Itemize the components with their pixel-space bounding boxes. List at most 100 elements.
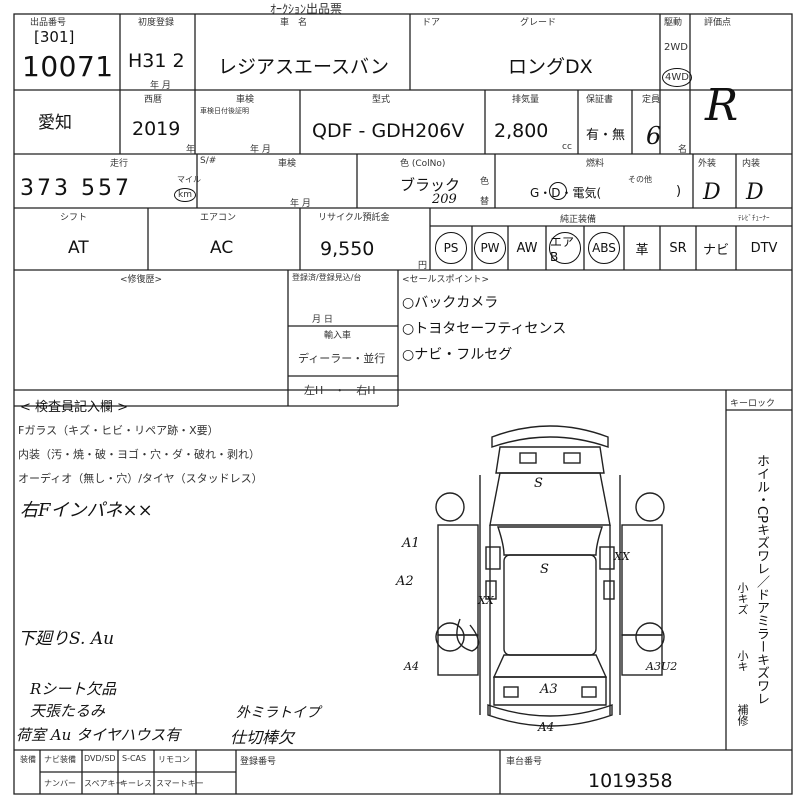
sales-point-1: ○バックカメラ — [402, 295, 499, 311]
inspector-note-4: 天張たるみ — [30, 702, 106, 720]
equipment-item-label: PS — [435, 232, 467, 264]
shift-value: AT — [68, 238, 89, 258]
bottom-dvd: DVD/SD — [84, 754, 116, 763]
diag-a4-left: A4 — [404, 660, 419, 673]
key-lock-label: キーロック — [730, 399, 776, 409]
recycle-value: 9,550 — [320, 238, 375, 260]
side-note: ホイル・CPキズワレ／ドアミラーキズワレ — [754, 454, 769, 705]
equipment-item: エアB — [546, 232, 584, 264]
history-label: <修復歴> — [120, 275, 163, 285]
diag-a2: A2 — [396, 574, 414, 589]
region: 愛知 — [38, 113, 72, 133]
lot-prefix: [301] — [34, 28, 75, 46]
lot-label: 出品番号 — [30, 18, 67, 28]
diag-xx-2: XX — [614, 550, 630, 563]
color-side2: 替 — [480, 197, 490, 207]
color-code: 209 — [432, 192, 457, 207]
inspector-note-7: 仕切棒欠 — [230, 728, 295, 747]
equipment-item-label: エアB — [549, 232, 581, 264]
sales-point-2: ○トヨタセーフティセンス — [402, 321, 567, 337]
sw-label: S/# — [200, 156, 217, 166]
grade-label: グレード — [520, 18, 557, 28]
reg-label: 登録番号 — [240, 757, 277, 767]
diag-a1: A1 — [402, 536, 420, 551]
bottom-scas: S-CAS — [122, 754, 147, 763]
diag-xx-1: XX — [478, 594, 494, 607]
import-label: 輸入車 — [324, 331, 352, 341]
year-value: 2019 — [132, 118, 181, 140]
exterior-label: 外装 — [698, 159, 717, 169]
recycle-label: リサイクル預託金 — [318, 213, 390, 223]
displacement-value: 2,800 — [494, 120, 549, 142]
diag-a4-bottom: A4 — [538, 720, 555, 734]
shift-label: シフト — [60, 213, 88, 223]
drive-2wd: 2WD — [664, 42, 688, 53]
grade-value: ロングDX — [508, 56, 593, 78]
interior-label: 内装 — [742, 159, 761, 169]
model-value: QDF - GDH206V — [312, 120, 465, 142]
equipment-item-label: SR — [669, 240, 687, 256]
first-reg-label: 初度登録 — [138, 18, 175, 28]
warranty-label: 保証書 — [586, 95, 614, 105]
inspector-note-1: 右Fインパネ×× — [20, 500, 153, 521]
aircon-label: エアコン — [200, 213, 237, 223]
equipment-item: SR — [660, 232, 696, 264]
mileage-label: 走行 — [110, 159, 129, 169]
bottom-equip-label: 装備 — [20, 755, 36, 764]
bottom-number: ナンバー — [44, 779, 76, 788]
side-note-small2: 小キ — [736, 650, 749, 672]
inspector-line-1: Fガラス（キズ・ヒビ・リペア跡・X要） — [18, 424, 219, 437]
equipment-item-label: 革 — [635, 242, 649, 258]
equipment-item: 革 — [624, 232, 660, 264]
lot-number: 10071 — [22, 50, 114, 83]
vin-label: 車検 — [278, 159, 297, 169]
model-label: 型式 — [372, 95, 391, 105]
equipment-item: ABS — [584, 232, 624, 264]
equipment-item-label: DTV — [750, 240, 778, 256]
inspector-line-3: オーディオ（無し・穴）/タイヤ（スタッドレス） — [18, 472, 263, 485]
bottom-smart: スマートキー — [156, 779, 204, 788]
equipment-item-label: AW — [516, 240, 538, 256]
eval-value: R — [705, 80, 739, 131]
sales-point-3: ○ナビ・フルセグ — [402, 347, 513, 363]
color-label: 色 (ColNo) — [400, 159, 446, 169]
inspection-sub: 車検日付後証明 — [200, 107, 249, 115]
aircon-value: AC — [210, 238, 234, 258]
displacement-unit: cc — [562, 142, 572, 152]
interior-value: D — [746, 180, 764, 205]
bottom-keyless: キーレス — [120, 779, 152, 788]
capacity-unit: 名 — [678, 145, 688, 155]
first-reg-unit: 年 月 — [150, 81, 171, 91]
color-side1: 色 — [480, 177, 490, 187]
chassis-label: 車台番号 — [506, 757, 543, 767]
side-note-sub: 補修 — [736, 704, 749, 726]
car-diagram-icon — [435, 425, 665, 727]
bottom-remote: リモコン — [158, 755, 190, 764]
fuel-close: ) — [676, 184, 682, 199]
mileage-unit-km: km — [174, 188, 196, 202]
diag-s-1: S — [534, 476, 543, 491]
drive-4wd: 4WD — [662, 68, 692, 87]
equipment-item-label: ナビ — [702, 242, 729, 258]
sales-points-label: <セールスポイント> — [402, 275, 490, 285]
inspector-line-2: 内装（汚・焼・破・ヨゴ・穴・ダ・破れ・剥れ） — [18, 448, 260, 461]
bottom-spare: スペアキー — [84, 779, 124, 788]
record-unit: 月 日 — [312, 315, 333, 325]
inspection-unit: 年 月 — [250, 145, 271, 155]
capacity-label: 定員 — [642, 95, 661, 105]
inspector-note-5: 荷室 Au タイヤハウス有 — [16, 726, 181, 744]
inspector-label: < 検査員記入欄 > — [20, 400, 129, 415]
equipment-item-label: ABS — [588, 232, 620, 264]
year-unit: 年 — [186, 145, 196, 155]
inspection-label: 車検 — [236, 95, 255, 105]
equipment-item: PS — [430, 232, 472, 264]
equipment-item: ナビ — [696, 232, 736, 264]
car-name-label: 車 名 — [280, 18, 308, 28]
warranty-value: 有・無 — [586, 128, 626, 143]
equipment-label: 純正装備 — [560, 215, 597, 225]
inspector-note-3: Rシート欠品 — [30, 680, 117, 698]
first-reg-value: H31 2 — [128, 50, 185, 72]
drive-label: 駆動 — [664, 18, 683, 28]
record-label: 登録済/登録見込/台 — [292, 273, 362, 282]
